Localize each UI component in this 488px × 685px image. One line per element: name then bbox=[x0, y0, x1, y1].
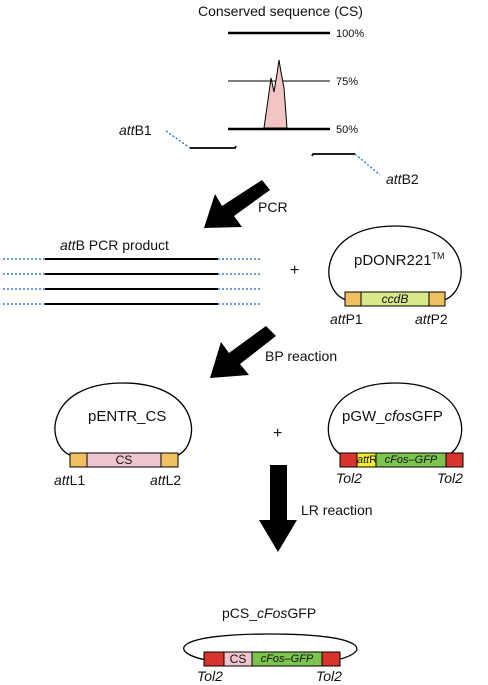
lr-arrow bbox=[259, 465, 297, 552]
pcr-label: PCR bbox=[258, 199, 288, 215]
final-tol2-left-label: Tol2 bbox=[197, 668, 223, 684]
tol2-right-label: Tol2 bbox=[437, 470, 463, 486]
entry-backbone bbox=[54, 382, 193, 457]
attr-label: attR bbox=[357, 454, 378, 466]
tick-50: 50% bbox=[336, 124, 359, 136]
final-plasmid bbox=[183, 633, 358, 667]
final-tol2-left-box bbox=[203, 651, 225, 667]
destination-backbone bbox=[327, 382, 463, 457]
attl2-box bbox=[160, 452, 179, 468]
cs-label: CS bbox=[115, 453, 133, 467]
diagram-title: Conserved sequence (CS) bbox=[198, 3, 363, 19]
tol2-left-box bbox=[339, 452, 358, 468]
bp-label: BP reaction bbox=[265, 348, 338, 364]
destination-plasmid bbox=[327, 382, 464, 468]
final-cs-label: CS bbox=[229, 652, 247, 666]
final-gfp-label: cFos–GFP bbox=[260, 653, 314, 665]
right-primer bbox=[311, 153, 355, 157]
pcr-arrow bbox=[204, 180, 270, 228]
attl2-label: attL2 bbox=[150, 472, 182, 488]
ccdb-label: ccdB bbox=[381, 292, 409, 306]
reaction-arrows bbox=[204, 180, 297, 552]
plus-sign-1: + bbox=[290, 262, 300, 279]
plus-sign-2: + bbox=[273, 425, 283, 442]
final-tol2-right-box bbox=[321, 651, 341, 667]
pcr-product-label: attB PCR product bbox=[60, 237, 169, 253]
attb1-label: attB1 bbox=[119, 122, 152, 138]
tol2-left-label: Tol2 bbox=[336, 470, 362, 486]
gfp-label: cFos–GFP bbox=[384, 454, 438, 466]
conservation-peak bbox=[263, 59, 288, 129]
attb2-label: attB2 bbox=[386, 171, 419, 187]
tick-75: 75% bbox=[336, 76, 359, 88]
attp2-box bbox=[428, 291, 446, 307]
right-primer-tail bbox=[354, 153, 381, 176]
attl1-label: attL1 bbox=[54, 472, 86, 488]
tol2-right-box bbox=[445, 452, 464, 468]
conservation-plot bbox=[228, 31, 330, 131]
donor-name: pDONR221TM bbox=[354, 251, 445, 269]
tick-100: 100% bbox=[336, 28, 365, 40]
entry-plasmid bbox=[54, 382, 193, 468]
lr-label: LR reaction bbox=[301, 502, 373, 518]
final-name: pCS_cFosGFP bbox=[222, 605, 317, 621]
pcr-product-lines bbox=[3, 258, 262, 305]
final-tol2-right-label: Tol2 bbox=[316, 668, 342, 684]
attl1-box bbox=[69, 452, 88, 468]
bp-arrow bbox=[210, 326, 276, 378]
left-primer-tail bbox=[165, 130, 191, 149]
attp1-box bbox=[344, 291, 362, 307]
destination-name: pGW_cfosGFP bbox=[342, 408, 443, 425]
final-backbone bbox=[183, 633, 358, 661]
entry-name: pENTR_CS bbox=[88, 408, 167, 425]
attp2-label: attP2 bbox=[415, 311, 448, 327]
left-primer bbox=[190, 145, 237, 149]
primers bbox=[165, 130, 381, 176]
donor-plasmid bbox=[328, 225, 462, 307]
attp1-label: attP1 bbox=[330, 311, 363, 327]
donor-backbone bbox=[328, 225, 462, 301]
